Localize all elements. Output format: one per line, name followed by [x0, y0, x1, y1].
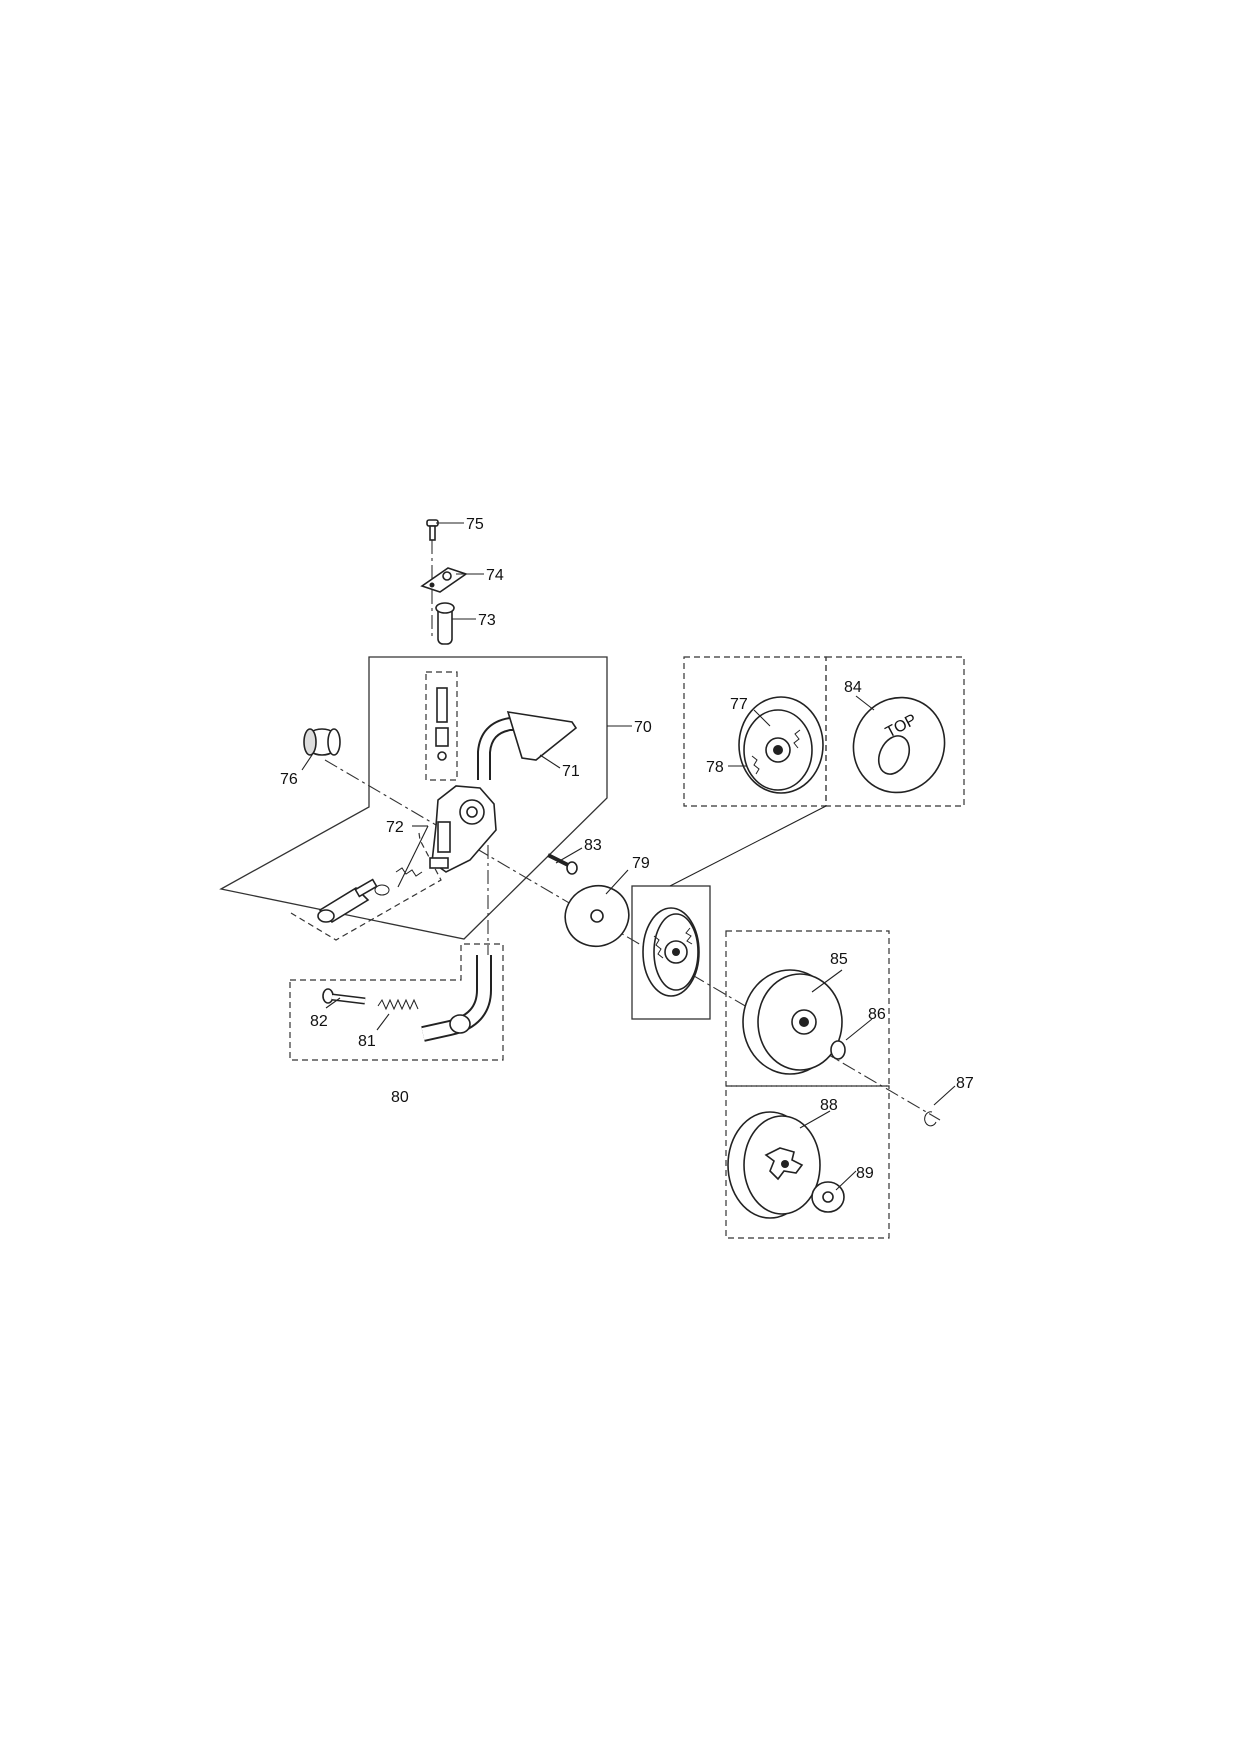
- callout-76: 76: [280, 771, 298, 788]
- pin-73-icon: [435, 602, 455, 645]
- plate-74-icon: [420, 567, 468, 593]
- spring-81-icon: [377, 998, 419, 1011]
- oil-hose-icon: [421, 955, 492, 1042]
- pump-plunger-dashed-box: [290, 832, 442, 941]
- clutch-connector-line: [669, 805, 827, 887]
- pump-valve-dashed-box: [425, 671, 458, 781]
- callout-73: 73: [478, 612, 496, 629]
- callout-71: 71: [562, 763, 580, 780]
- washer-86-icon: [830, 1040, 846, 1060]
- callout-87: 87: [956, 1075, 974, 1092]
- clutch-drum-88-icon: [727, 1111, 821, 1219]
- clutch-option-box-right: [825, 656, 965, 807]
- clutch-option-box-left: [683, 656, 827, 807]
- callout-88: 88: [820, 1097, 838, 1114]
- pump-spring-icon: [374, 867, 423, 896]
- bushing-76-icon: [303, 728, 341, 756]
- bolt-82-icon: [322, 988, 366, 1005]
- pump-plunger-icon: [317, 878, 378, 924]
- callout-89: 89: [856, 1165, 874, 1182]
- drum-option-box-upper: [725, 930, 890, 1087]
- callout-77: 77: [730, 696, 748, 713]
- clutch-drum-85-icon: [742, 969, 843, 1075]
- hose-71-icon: [477, 711, 578, 780]
- washer-79-icon: [564, 884, 630, 948]
- callout-72: 72: [386, 819, 404, 836]
- callout-86: 86: [868, 1006, 886, 1023]
- pump-valve-icon: [435, 687, 449, 761]
- callout-74: 74: [486, 567, 504, 584]
- callout-84: 84: [844, 679, 862, 696]
- pump-body-72-icon: [429, 785, 497, 873]
- callout-78: 78: [706, 759, 724, 776]
- axis-line-main: [324, 759, 941, 1121]
- callout-75: 75: [466, 516, 484, 533]
- callout-81: 81: [358, 1033, 376, 1050]
- clip-87-icon: [924, 1111, 937, 1127]
- callout-82: 82: [310, 1013, 328, 1030]
- clutch-77-icon: [738, 696, 824, 794]
- callout-85: 85: [830, 951, 848, 968]
- clutch-main-icon: [642, 907, 700, 997]
- callout-80: 80: [391, 1089, 409, 1106]
- screw-83-icon: [547, 853, 578, 875]
- callout-83: 83: [584, 837, 602, 854]
- drum-option-box-lower: [725, 1085, 890, 1239]
- oil-hose-dashed-box: [289, 943, 504, 1061]
- callout-79: 79: [632, 855, 650, 872]
- clutch-cover-84-icon: TOP: [852, 696, 946, 794]
- oil-pump-group-outline: [219, 656, 608, 940]
- callout-70: 70: [634, 719, 652, 736]
